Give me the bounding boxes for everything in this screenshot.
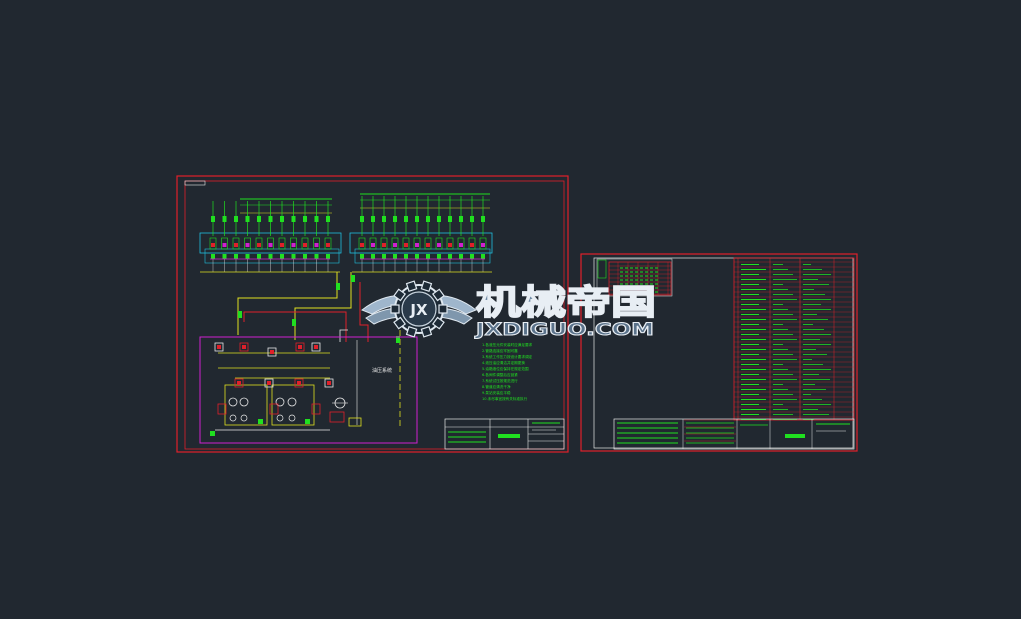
note-5: 5.油箱液位应保持在规定范围 <box>482 366 529 371</box>
sheet-1-hydraulic-schematic[interactable]: 油压系统 1.各液压元件安装时应满足要求 2.管路连接应牢固可靠 3.系统工作压… <box>176 175 569 453</box>
watermark-brand-en: JXDIGUO.COM <box>475 320 654 340</box>
technical-notes: 1.各液压元件安装时应满足要求 2.管路连接应牢固可靠 3.系统工作压力按设计要… <box>482 342 533 401</box>
note-3: 3.系统工作压力按设计要求调定 <box>482 354 533 359</box>
sheet-2-inner-border <box>593 257 854 449</box>
pump-station-block: 油压系统 <box>199 336 418 444</box>
note-2: 2.管路连接应牢固可靠 <box>482 348 518 353</box>
sheet-1-outer-border <box>176 175 569 453</box>
sheet-1-corner-tag <box>184 180 206 186</box>
note-4: 4.液压油应清洁并定期更换 <box>482 360 525 365</box>
note-8: 8.管道应清洗干净 <box>482 384 511 389</box>
note-9: 9.泵站安装应平稳 <box>482 390 511 395</box>
sheet-2-outer-border <box>580 253 858 452</box>
parts-list-table <box>733 257 855 421</box>
note-10: 10.未尽事宜按有关标准执行 <box>482 396 528 401</box>
watermark-brand-cn: 机械帝国 <box>476 283 656 323</box>
sheet-1-inner-border <box>184 180 565 450</box>
note-7: 7.系统试压按规范进行 <box>482 378 518 383</box>
emblem-monogram: JX <box>409 301 428 319</box>
note-1: 1.各液压元件安装时应满足要求 <box>482 342 533 347</box>
sheet-1-title-block <box>444 418 565 450</box>
main-piping <box>237 272 401 428</box>
sheet-2-title-block <box>613 418 855 450</box>
mini-table-top-left <box>596 258 673 297</box>
valve-manifold-right <box>349 193 493 273</box>
note-6: 6.各阀件调整后应锁紧 <box>482 372 518 377</box>
pump-station-label: 油压系统 <box>372 367 392 374</box>
valve-manifold-left <box>199 198 342 273</box>
sheet-2-parts-list[interactable] <box>580 253 858 452</box>
gear-emblem-icon: JX <box>390 280 448 338</box>
watermark-logo: JX 机械帝国 JXDIGUO.COM <box>361 280 657 341</box>
